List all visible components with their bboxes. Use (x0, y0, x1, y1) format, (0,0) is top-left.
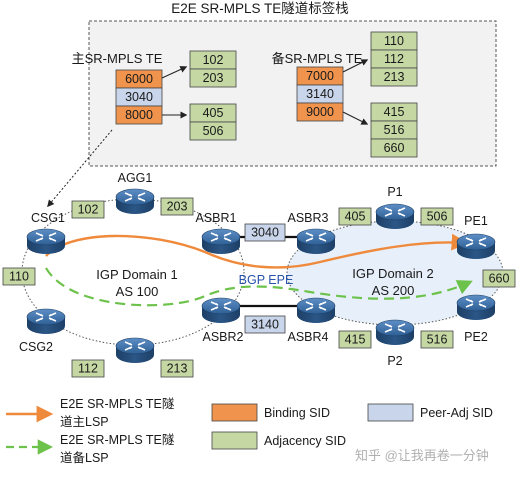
primary-expand-top: 102 203 (189, 50, 237, 88)
csg1-label: CSG1 (31, 211, 65, 225)
sid-tag-p2-pe2: 516 (420, 330, 454, 349)
sid-tag-pe2-pe1: 660 (482, 269, 516, 288)
router-asbr2 (201, 297, 241, 324)
router-asbr3 (296, 228, 336, 255)
primary-stack-binding-sid: 6000 (125, 72, 153, 86)
router-agg2 (115, 337, 155, 364)
router-pe2 (456, 294, 496, 321)
router-asbr4 (296, 297, 336, 324)
sid-tag-asbr4-p2: 415 (338, 330, 372, 349)
sid-tag-asbr2-asbr4: 3140 (244, 315, 286, 334)
backup-stack-binding-sid: 9000 (306, 105, 334, 119)
pe1-label: PE1 (464, 214, 488, 228)
legend-binding-swatch (211, 403, 258, 422)
svg-text:405: 405 (345, 210, 366, 224)
watermark: 知乎 @让我再卷一分钟 (355, 448, 489, 463)
agg1-label: AGG1 (118, 171, 153, 185)
adjacency-sid: 112 (384, 52, 404, 66)
sid-tag-csg2-agg2: 112 (71, 359, 105, 378)
router-csg1 (26, 228, 66, 255)
adjacency-sid: 102 (203, 53, 224, 67)
backup-stack-peer-adj-sid: 3140 (306, 87, 334, 101)
adjacency-sid: 506 (203, 124, 224, 138)
backup-expand-top: 110 112 213 (370, 31, 418, 87)
svg-text:213: 213 (167, 362, 188, 376)
bgp-epe-label: BGP EPE (239, 273, 294, 287)
igp-domain-1-label: IGP Domain 1 (96, 267, 177, 282)
svg-text:516: 516 (427, 333, 448, 347)
sid-tag-csg1-agg1: 102 (71, 200, 105, 219)
svg-text:110: 110 (9, 270, 29, 284)
asbr4-label: ASBR4 (288, 330, 329, 344)
adjacency-sid: 415 (384, 105, 405, 119)
backup-lsp-path (45, 267, 473, 307)
pointer-arrow (47, 129, 113, 208)
adjacency-sid: 203 (203, 71, 224, 85)
sid-tag-asbr3-p1: 405 (338, 207, 372, 226)
legend-binding-label: Binding SID (264, 406, 330, 420)
adjacency-sid: 213 (384, 70, 405, 84)
router-p2 (375, 319, 415, 346)
as-200-label: AS 200 (372, 283, 415, 298)
primary-expand-bottom: 405 506 (189, 103, 237, 141)
p1-label: P1 (387, 185, 402, 199)
sid-tag-csg1-csg2: 110 (2, 267, 36, 286)
legend-primary-line2: 道主LSP (60, 415, 109, 429)
router-agg1 (115, 188, 155, 215)
pe2-label: PE2 (464, 330, 488, 344)
svg-text:3040: 3040 (251, 226, 279, 240)
svg-text:102: 102 (78, 203, 99, 217)
p2-label: P2 (387, 354, 402, 368)
adjacency-sid: 516 (384, 123, 405, 137)
igp-domain-2-label: IGP Domain 2 (352, 266, 433, 281)
router-pe1 (456, 233, 496, 260)
diagram-title: E2E SR-MPLS TE隧道标签栈 (171, 0, 349, 16)
primary-lsp-path (45, 233, 469, 269)
svg-text:660: 660 (489, 272, 510, 286)
sid-tag-p1-pe1: 506 (420, 207, 454, 226)
svg-text:3140: 3140 (251, 318, 279, 332)
legend-peer-adj-label: Peer-Adj SID (420, 406, 493, 420)
primary-stack-label: 主SR-MPLS TE (72, 51, 163, 66)
adjacency-sid: 405 (203, 106, 224, 120)
primary-stack-binding-sid: 8000 (125, 108, 153, 122)
sid-tag-agg1-asbr1: 203 (160, 197, 194, 216)
svg-text:506: 506 (427, 210, 448, 224)
adjacency-sid: 660 (384, 141, 405, 155)
primary-stack: 6000 3040 8000 (115, 69, 163, 125)
backup-stack-binding-sid: 7000 (306, 69, 334, 83)
primary-stack-peer-adj-sid: 3040 (125, 90, 153, 104)
as-100-label: AS 100 (116, 284, 159, 299)
asbr2-label: ASBR2 (203, 330, 244, 344)
legend: E2E SR-MPLS TE隧 道主LSP E2E SR-MPLS TE隧 道备… (6, 396, 493, 465)
router-p1 (375, 203, 415, 230)
sid-tag-agg2-asbr2: 213 (160, 359, 194, 378)
legend-primary-line1: E2E SR-MPLS TE隧 (60, 396, 175, 411)
sid-tag-asbr1-asbr3: 3040 (244, 223, 286, 242)
router-asbr1 (201, 228, 241, 255)
legend-adjacency-label: Adjacency SID (264, 434, 346, 448)
legend-peer-adj-swatch (367, 403, 414, 422)
router-csg2 (26, 308, 66, 335)
backup-stack: 7000 3140 9000 (296, 66, 344, 122)
svg-text:415: 415 (345, 333, 366, 347)
backup-stack-label: 备SR-MPLS TE (272, 51, 363, 66)
legend-adjacency-swatch (211, 431, 258, 450)
adjacency-sid: 110 (384, 34, 404, 48)
asbr1-label: ASBR1 (196, 211, 237, 225)
asbr3-label: ASBR3 (288, 211, 329, 225)
backup-expand-bottom: 415 516 660 (370, 102, 418, 158)
svg-text:112: 112 (78, 362, 98, 376)
legend-backup-line1: E2E SR-MPLS TE隧 (60, 432, 175, 447)
csg2-label: CSG2 (19, 340, 53, 354)
svg-text:203: 203 (167, 200, 188, 214)
legend-backup-line2: 道备LSP (60, 451, 109, 465)
